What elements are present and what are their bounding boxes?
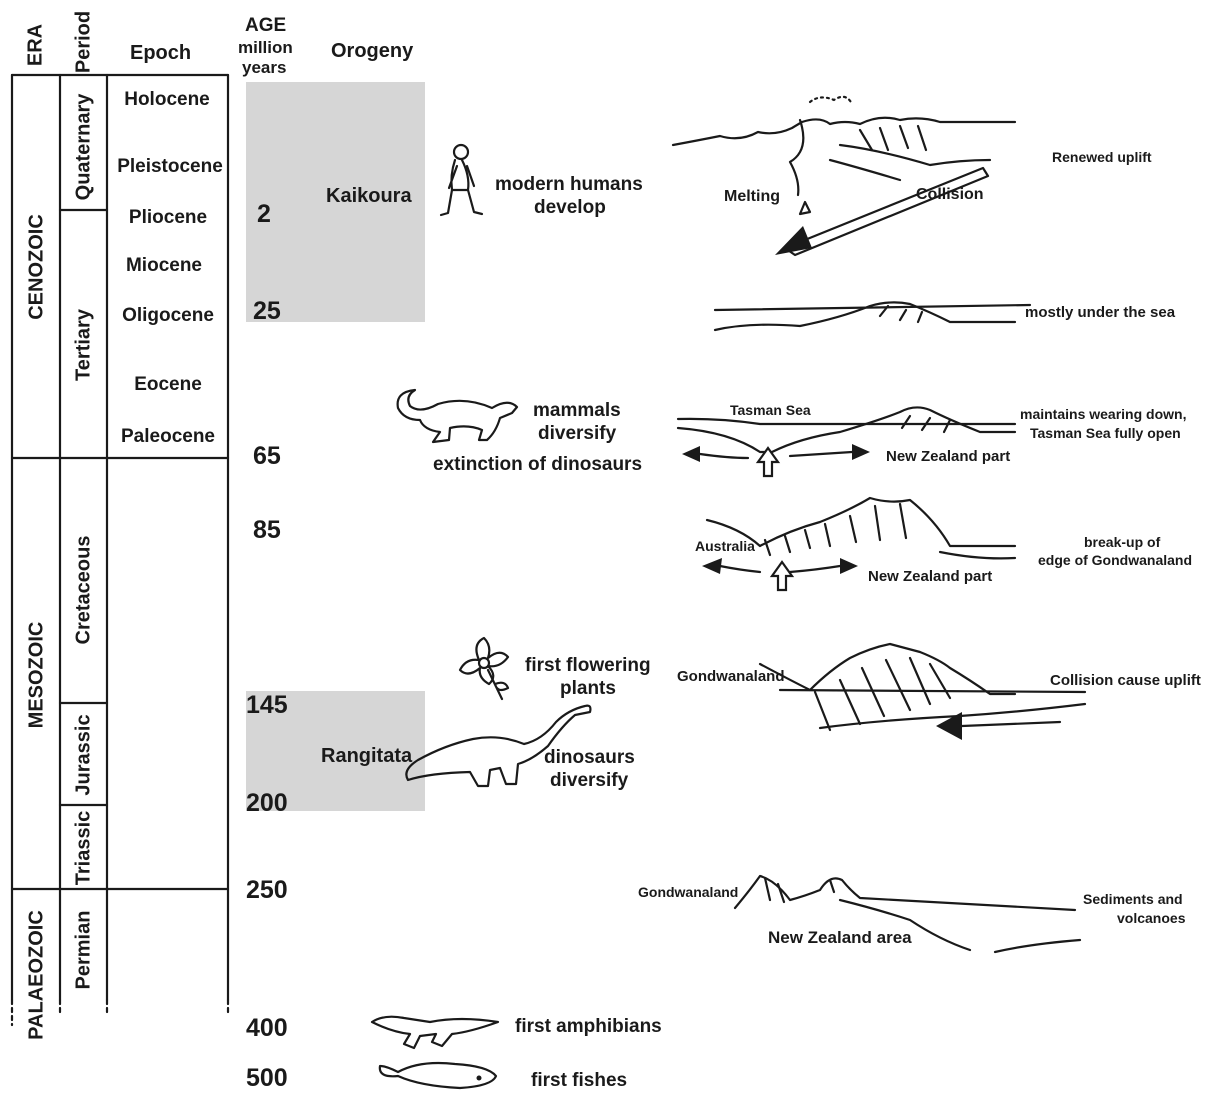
desc-sediments-line1: Sediments and	[1083, 891, 1183, 907]
label-nz-part-1: New Zealand part	[886, 448, 1010, 465]
sketch-collision-uplift	[760, 644, 1085, 740]
label-australia: Australia	[695, 538, 755, 554]
label-gondwanaland-1: Gondwanaland	[677, 668, 785, 685]
desc-break-up-line1: break-up of	[1084, 534, 1160, 550]
desc-wearing-down-line1: maintains wearing down,	[1020, 406, 1186, 422]
sketch-renewed-uplift	[673, 97, 1015, 255]
desc-collision-uplift: Collision cause uplift	[1050, 672, 1201, 689]
desc-under-sea: mostly under the sea	[1025, 304, 1175, 321]
desc-renewed-uplift: Renewed uplift	[1052, 149, 1152, 165]
sketch-tasman-sea	[678, 407, 1015, 476]
label-nz-area: New Zealand area	[768, 928, 912, 948]
label-gondwanaland-2: Gondwanaland	[638, 884, 738, 900]
label-tasman-sea: Tasman Sea	[730, 402, 811, 418]
desc-sediments-line2: volcanoes	[1117, 910, 1185, 926]
desc-break-up-line2: edge of Gondwanaland	[1038, 552, 1192, 568]
label-collision: Collision	[916, 186, 984, 204]
label-melting: Melting	[724, 188, 780, 206]
sketch-under-sea	[715, 302, 1030, 330]
desc-wearing-down-line2: Tasman Sea fully open	[1030, 425, 1181, 441]
label-nz-part-2: New Zealand part	[868, 568, 992, 585]
